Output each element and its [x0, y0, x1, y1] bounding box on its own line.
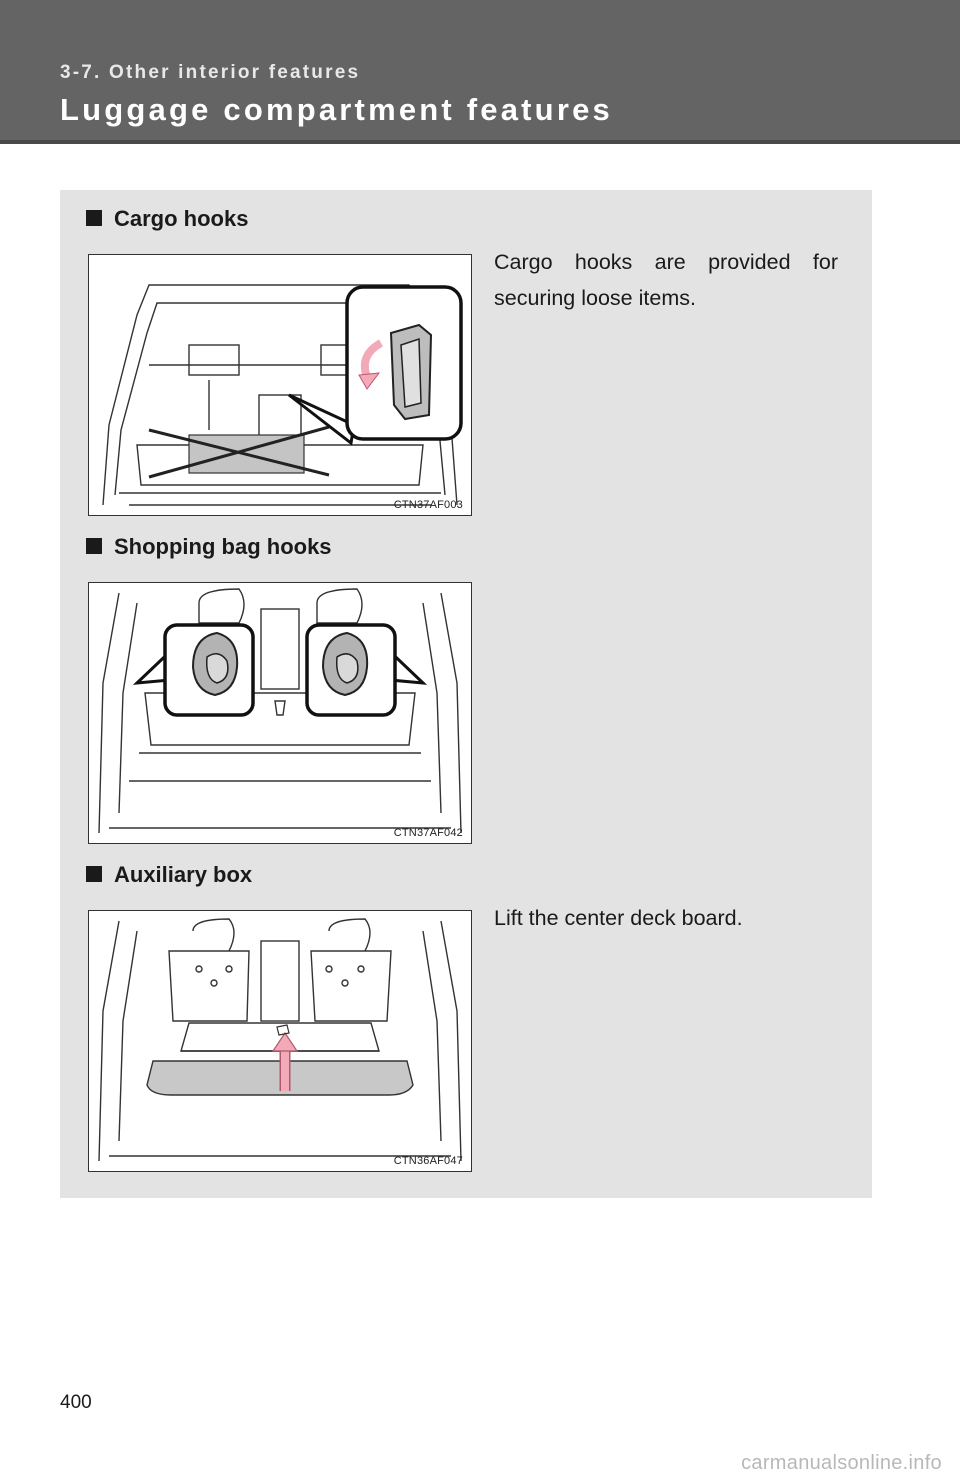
header-divider	[0, 140, 960, 144]
page-number: 400	[60, 1392, 92, 1413]
watermark: carmanualsonline.info	[741, 1452, 942, 1474]
cargo-hooks-illustration: CTN37AF003	[88, 254, 472, 516]
section-label: 3-7. Other interior features	[60, 62, 361, 83]
figure-code: CTN36AF047	[393, 1155, 463, 1167]
chapter-header: 3-7. Other interior features Luggage com…	[0, 0, 960, 144]
bullet-square-icon	[86, 538, 102, 554]
auxiliary-box-heading: Auxiliary box	[86, 862, 252, 888]
auxiliary-box-illustration: CTN36AF047	[88, 910, 472, 1172]
cargo-hooks-drawing	[102, 284, 463, 506]
auxiliary-box-drawing	[98, 918, 462, 1162]
shopping-bag-hooks-heading: Shopping bag hooks	[86, 534, 332, 560]
bullet-square-icon	[86, 210, 102, 226]
shopping-bag-hooks-drawing	[98, 588, 462, 834]
cargo-hooks-heading: Cargo hooks	[86, 206, 248, 232]
bullet-square-icon	[86, 866, 102, 882]
auxiliary-box-text: Lift the center deck board.	[494, 906, 743, 930]
figure-code: CTN37AF003	[393, 499, 463, 511]
cargo-hooks-text: Cargo hooks are provided for securing lo…	[494, 250, 838, 310]
shopping-bag-hooks-illustration: CTN37AF042	[88, 582, 472, 844]
page-title: Luggage compartment features	[60, 92, 613, 127]
figure-code: CTN37AF042	[393, 827, 463, 839]
